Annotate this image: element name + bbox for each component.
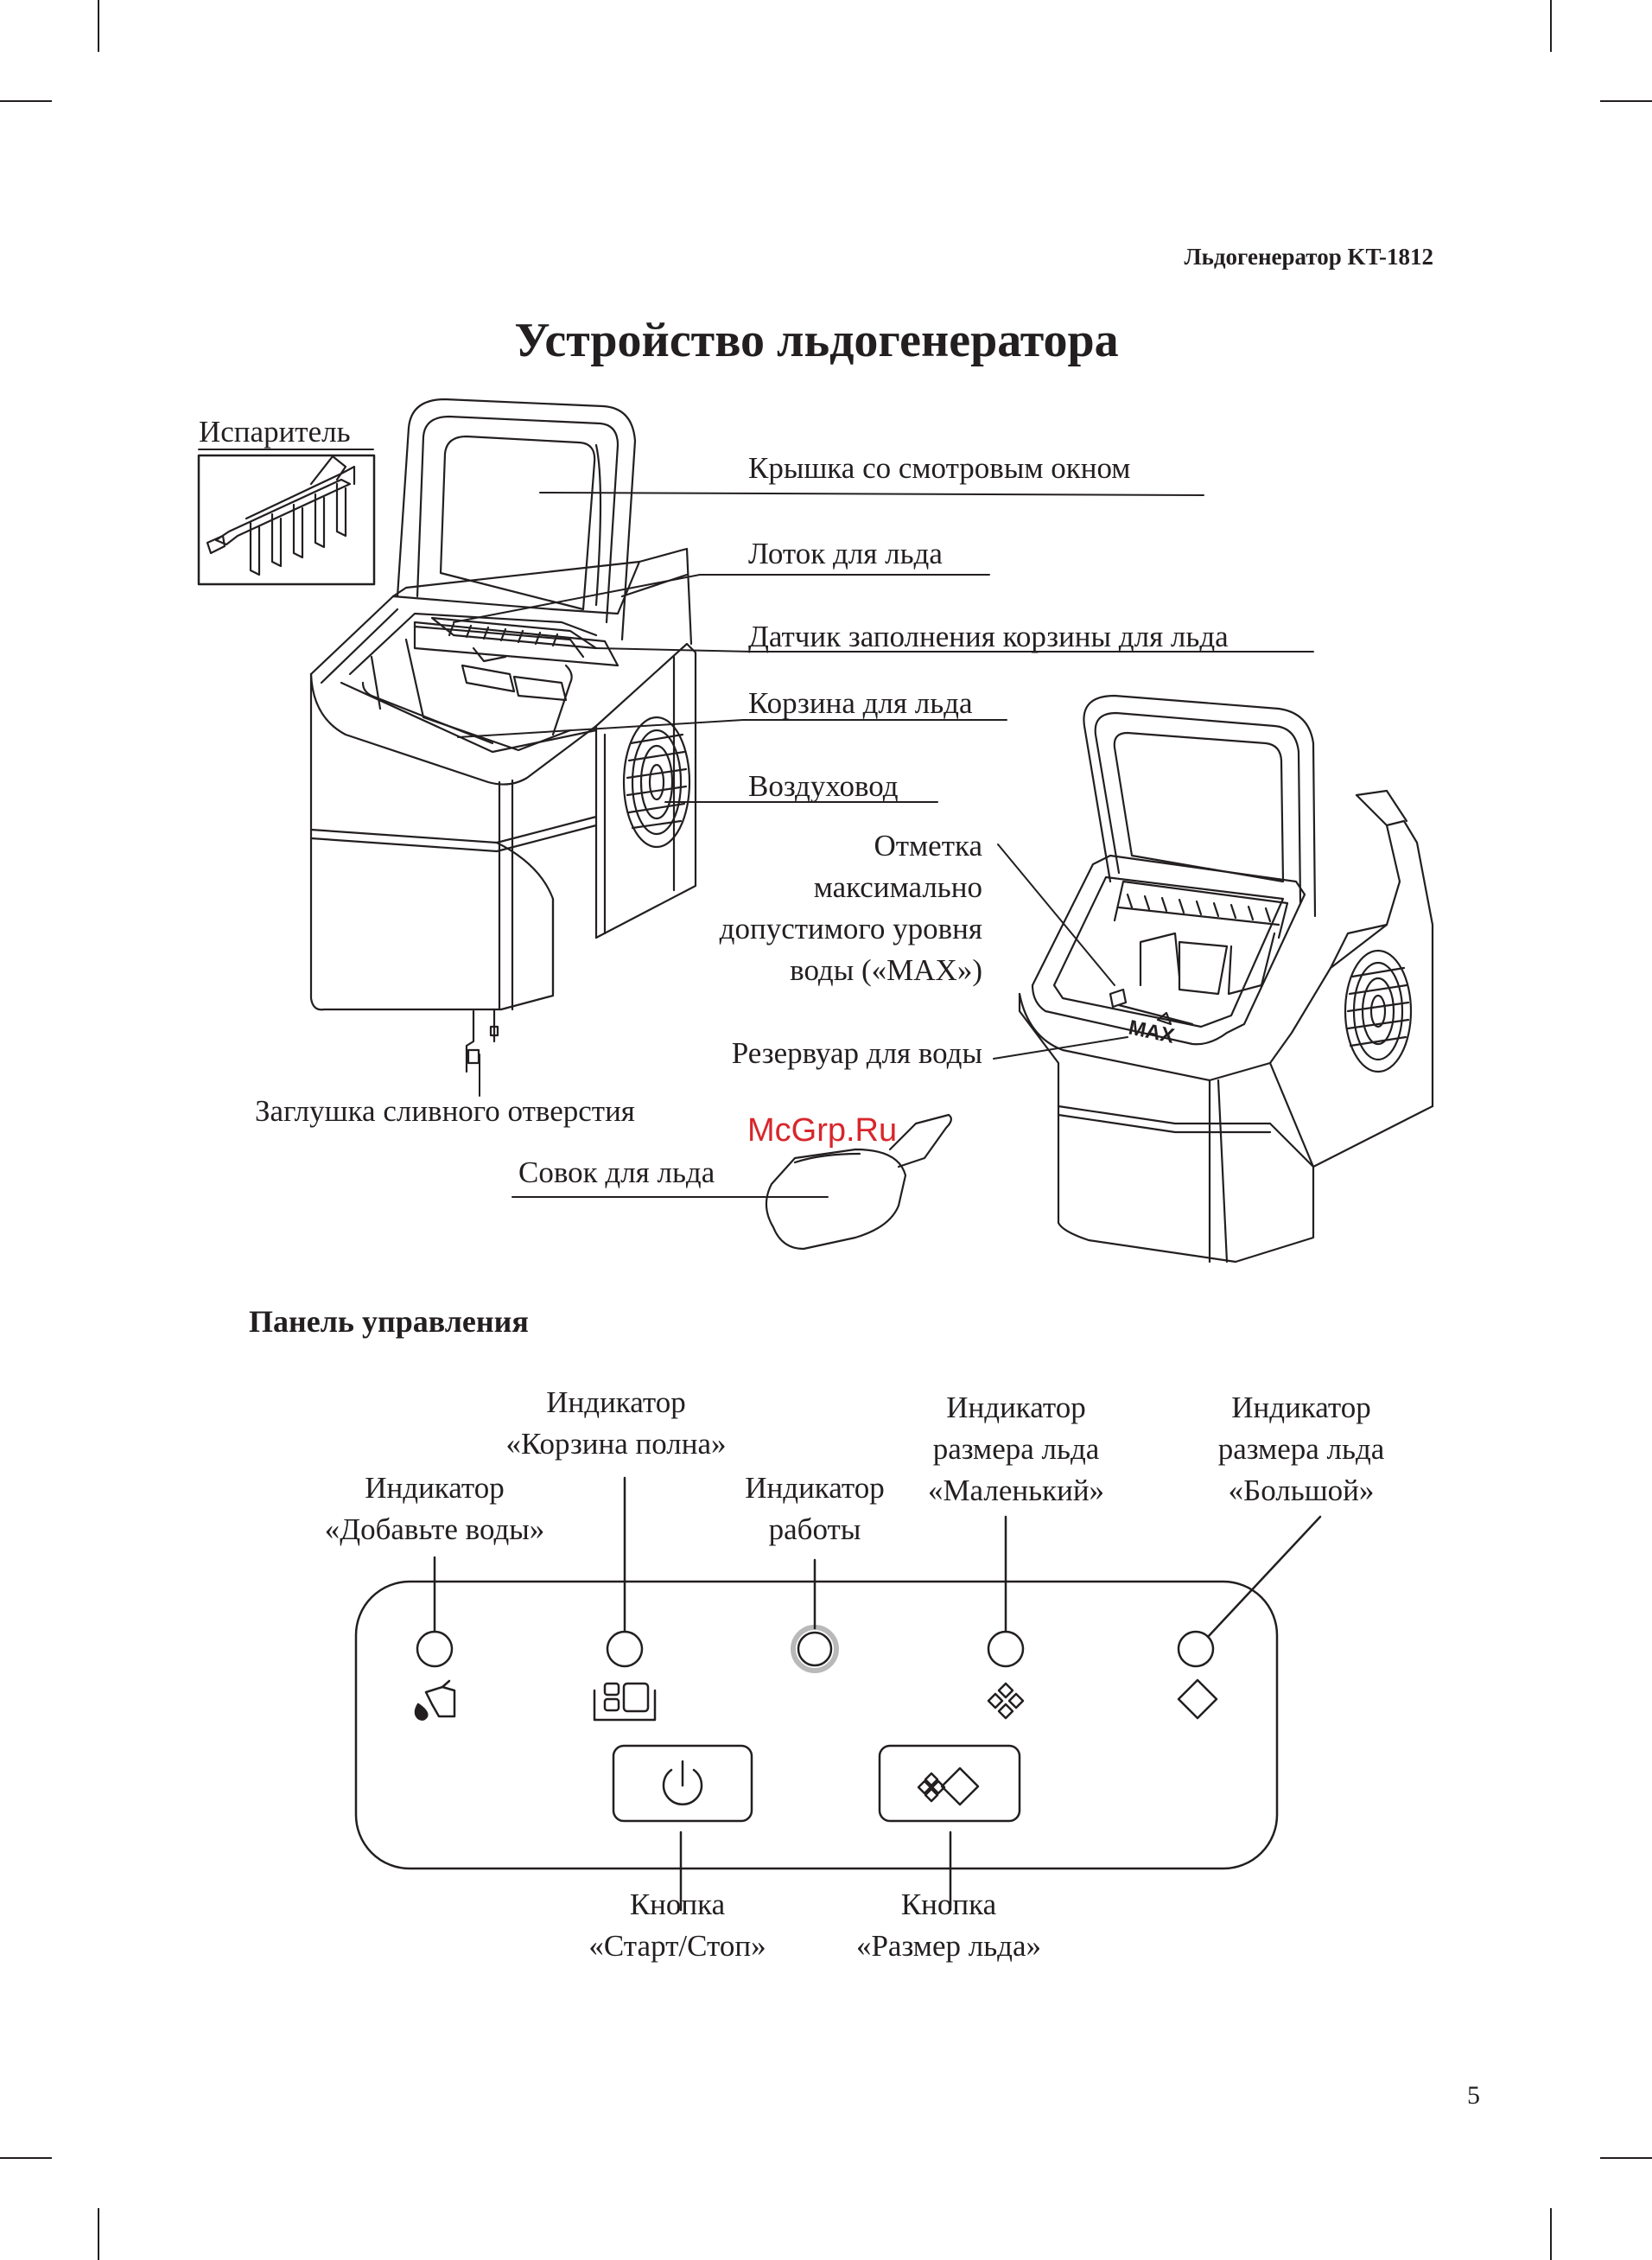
watermark: McGrp.Ru: [747, 1112, 898, 1149]
ice-size-label-1: Кнопка: [900, 1888, 997, 1921]
large-ice-label-1: Индикатор: [1231, 1391, 1371, 1424]
label-ice-tray: Лоток для льда: [748, 537, 943, 570]
operation-label-1: Индикатор: [745, 1471, 885, 1505]
label-max-line-1: Отметка: [874, 829, 982, 863]
operation-label-2: работы: [768, 1512, 861, 1546]
ice-scoop-illustration: [765, 1113, 952, 1251]
label-evaporator: Испаритель: [199, 415, 351, 449]
start-stop-label-2: «Старт/Стоп»: [588, 1929, 766, 1963]
ice-maker-reservoir-view: [1018, 694, 1434, 1264]
label-air-duct: Воздуховод: [748, 769, 899, 803]
large-ice-label-3: «Большой»: [1228, 1474, 1375, 1507]
start-stop-button-graphic: [612, 1744, 753, 1823]
control-panel-outline: [354, 1580, 1279, 1870]
operation-light-halo: [791, 1625, 839, 1673]
label-drain-plug: Заглушка сливного отверстия: [255, 1094, 635, 1128]
ice-size-button-graphic: [878, 1744, 1021, 1823]
label-lid: Крышка со смотровым окном: [748, 451, 1131, 485]
start-stop-label-1: Кнопка: [629, 1888, 726, 1921]
evaporator-illustration: [197, 454, 376, 586]
label-max-line-2: максимально: [813, 870, 982, 904]
operation-light: [797, 1631, 833, 1667]
ice-maker-open-view: [309, 398, 697, 1073]
large-ice-cube-icon: [1177, 1678, 1218, 1720]
add-water-label-2: «Добавьте воды»: [324, 1512, 545, 1546]
label-max-line-4: воды («MAX»): [790, 953, 982, 987]
label-reservoir: Резервуар для воды: [731, 1036, 982, 1070]
watering-can-icon: [414, 1679, 456, 1721]
label-scoop: Совок для льда: [518, 1155, 715, 1189]
basket-full-label-2: «Корзина полна»: [505, 1427, 727, 1461]
large-ice-label-2: размера льда: [1217, 1432, 1385, 1466]
ice-size-label-2: «Размер льда»: [855, 1929, 1042, 1963]
add-water-label-1: Индикатор: [365, 1471, 505, 1505]
basket-full-label-1: Индикатор: [546, 1385, 686, 1419]
large-ice-light: [1177, 1630, 1215, 1668]
add-water-light: [416, 1630, 454, 1668]
label-ice-basket: Корзина для льда: [748, 686, 973, 720]
small-ice-label-1: Индикатор: [946, 1391, 1086, 1424]
ice-basket-full-icon: [593, 1682, 657, 1722]
page-number: 5: [1467, 2081, 1480, 2110]
basket-full-light: [606, 1630, 644, 1668]
page-title: Устройство льдогенератора: [514, 314, 1119, 367]
label-max-line-3: допустимого уровня: [719, 912, 982, 945]
small-ice-cubes-icon: [987, 1682, 1025, 1720]
panel-heading: Панель управления: [249, 1304, 529, 1339]
small-ice-label-2: размера льда: [932, 1432, 1100, 1466]
label-basket-sensor: Датчик заполнения корзины для льда: [748, 620, 1229, 653]
small-ice-light: [987, 1630, 1025, 1668]
header-product: Льдогенератор KT-1812: [1184, 244, 1434, 270]
small-ice-label-3: «Маленький»: [927, 1474, 1105, 1507]
